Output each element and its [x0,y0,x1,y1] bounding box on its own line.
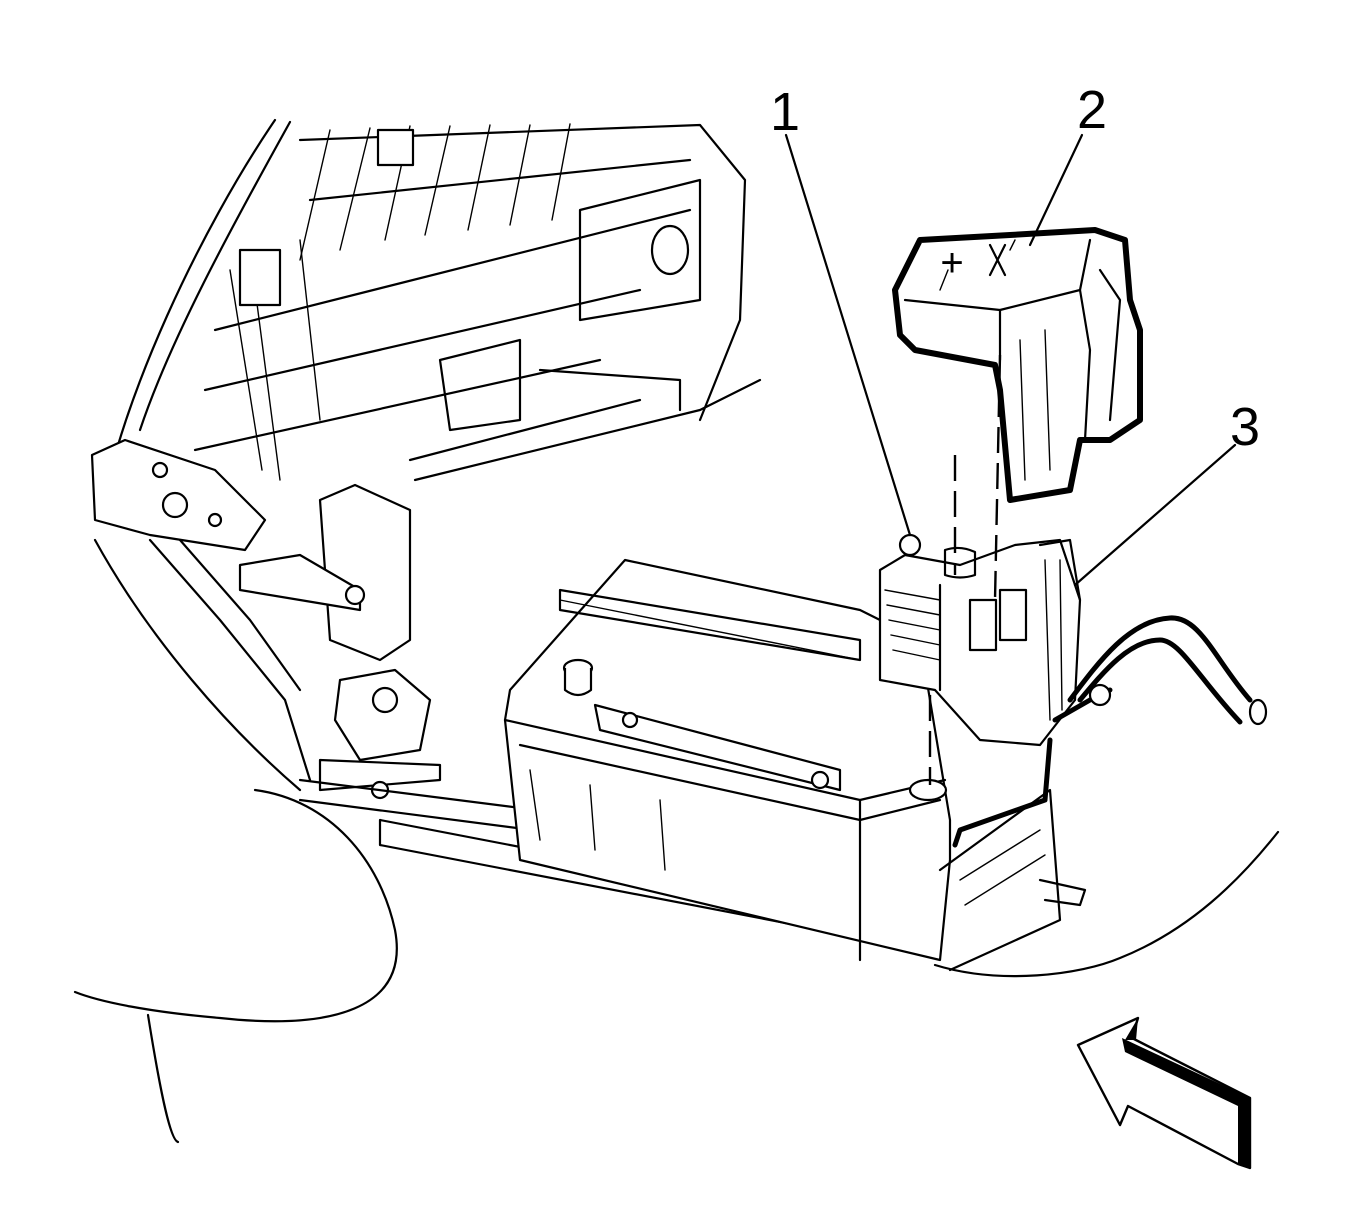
view-direction-arrow-icon [1076,1016,1252,1170]
leader-lines [784,133,1237,587]
terminal-cover: + [892,227,1143,503]
hood-latch-support [238,483,442,800]
assembly-guide-lines [928,354,1002,785]
left-bracket [90,438,312,782]
callout-2: 2 [1077,80,1107,140]
battery [503,558,1087,972]
callout-1: 1 [770,82,800,142]
leader-line-1 [784,133,912,537]
leader-line-2 [1028,133,1084,247]
grille-assembly [193,123,747,481]
leader-line-3 [1073,443,1237,587]
callout-3: 3 [1230,397,1260,457]
cover-plus-mark: + [940,241,963,285]
terminal-block [878,533,1268,848]
